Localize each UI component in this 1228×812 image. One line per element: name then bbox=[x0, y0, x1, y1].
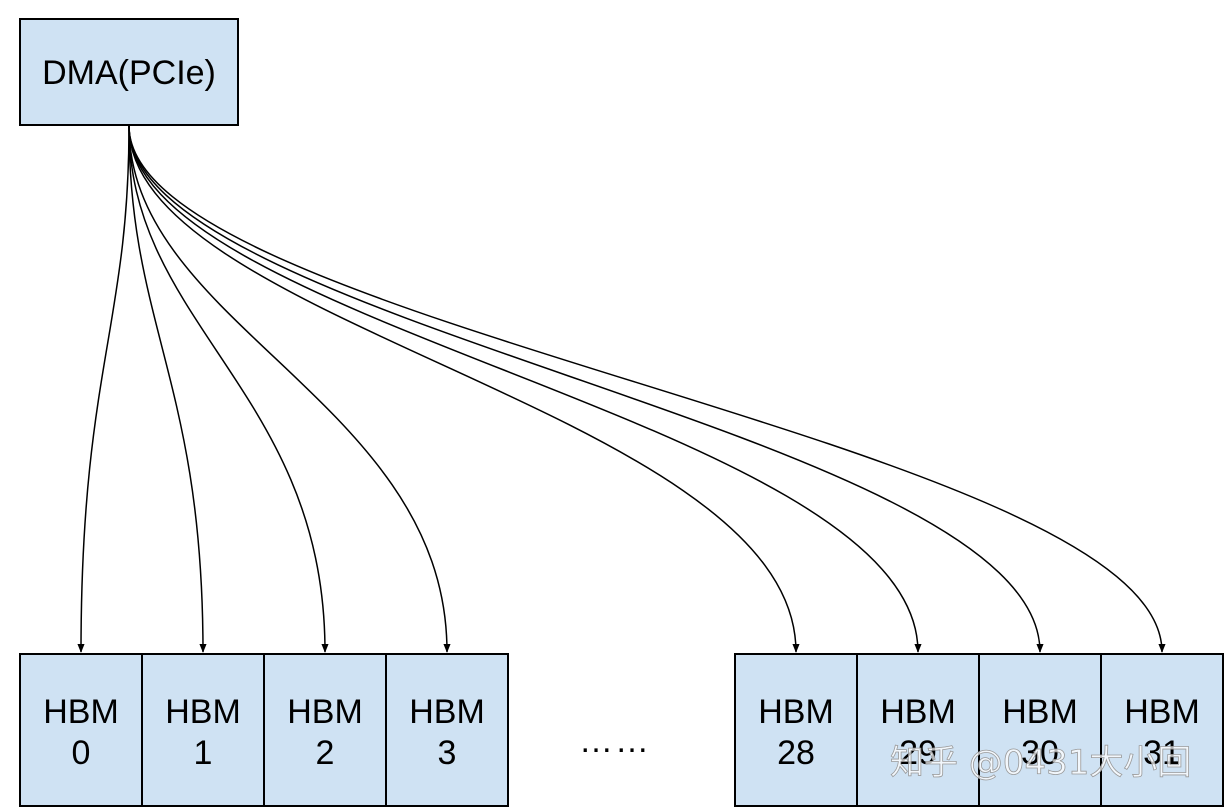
connector-arrow bbox=[128, 125, 1044, 653]
hbm-label-line2: 2 bbox=[316, 734, 335, 772]
hbm-box bbox=[385, 653, 509, 807]
source-node: DMA(PCIe) bbox=[19, 18, 239, 126]
hbm-label-line2: 31 bbox=[1143, 734, 1181, 772]
hbm-box bbox=[141, 653, 265, 807]
ellipsis: …… bbox=[579, 722, 651, 760]
hbm-label-line1: HBM bbox=[1124, 693, 1200, 731]
connector-arrow bbox=[128, 125, 207, 653]
hbm-box bbox=[19, 653, 143, 807]
hbm-label-line2: 1 bbox=[194, 734, 213, 772]
connector-arrow bbox=[128, 125, 922, 653]
connector-arrow bbox=[128, 125, 800, 653]
hbm-label-line1: HBM bbox=[43, 693, 119, 731]
hbm-label-line2: 3 bbox=[438, 734, 457, 772]
hbm-box bbox=[263, 653, 387, 807]
hbm-label-line1: HBM bbox=[165, 693, 241, 731]
source-label: DMA(PCIe) bbox=[42, 54, 216, 92]
source-box bbox=[19, 18, 239, 126]
hbm-label-line2: 29 bbox=[899, 734, 937, 772]
connector-arrow bbox=[128, 125, 329, 653]
connector-arrow bbox=[77, 125, 130, 653]
hbm-label-line1: HBM bbox=[1002, 693, 1078, 731]
connector-arrow bbox=[128, 125, 451, 653]
hbm-label-line2: 30 bbox=[1021, 734, 1059, 772]
hbm-label-line1: HBM bbox=[409, 693, 485, 731]
hbm-box bbox=[978, 653, 1102, 807]
hbm-label-line2: 28 bbox=[777, 734, 815, 772]
connectors bbox=[77, 125, 1166, 653]
hbm-label-line1: HBM bbox=[880, 693, 956, 731]
connector-arrow bbox=[128, 125, 1166, 653]
hbm-label-line1: HBM bbox=[758, 693, 834, 731]
hbm-box bbox=[1100, 653, 1224, 807]
hbm-label-line2: 0 bbox=[72, 734, 91, 772]
hbm-label-line1: HBM bbox=[287, 693, 363, 731]
watermark: 知乎 @0431大小回 bbox=[890, 743, 1191, 783]
